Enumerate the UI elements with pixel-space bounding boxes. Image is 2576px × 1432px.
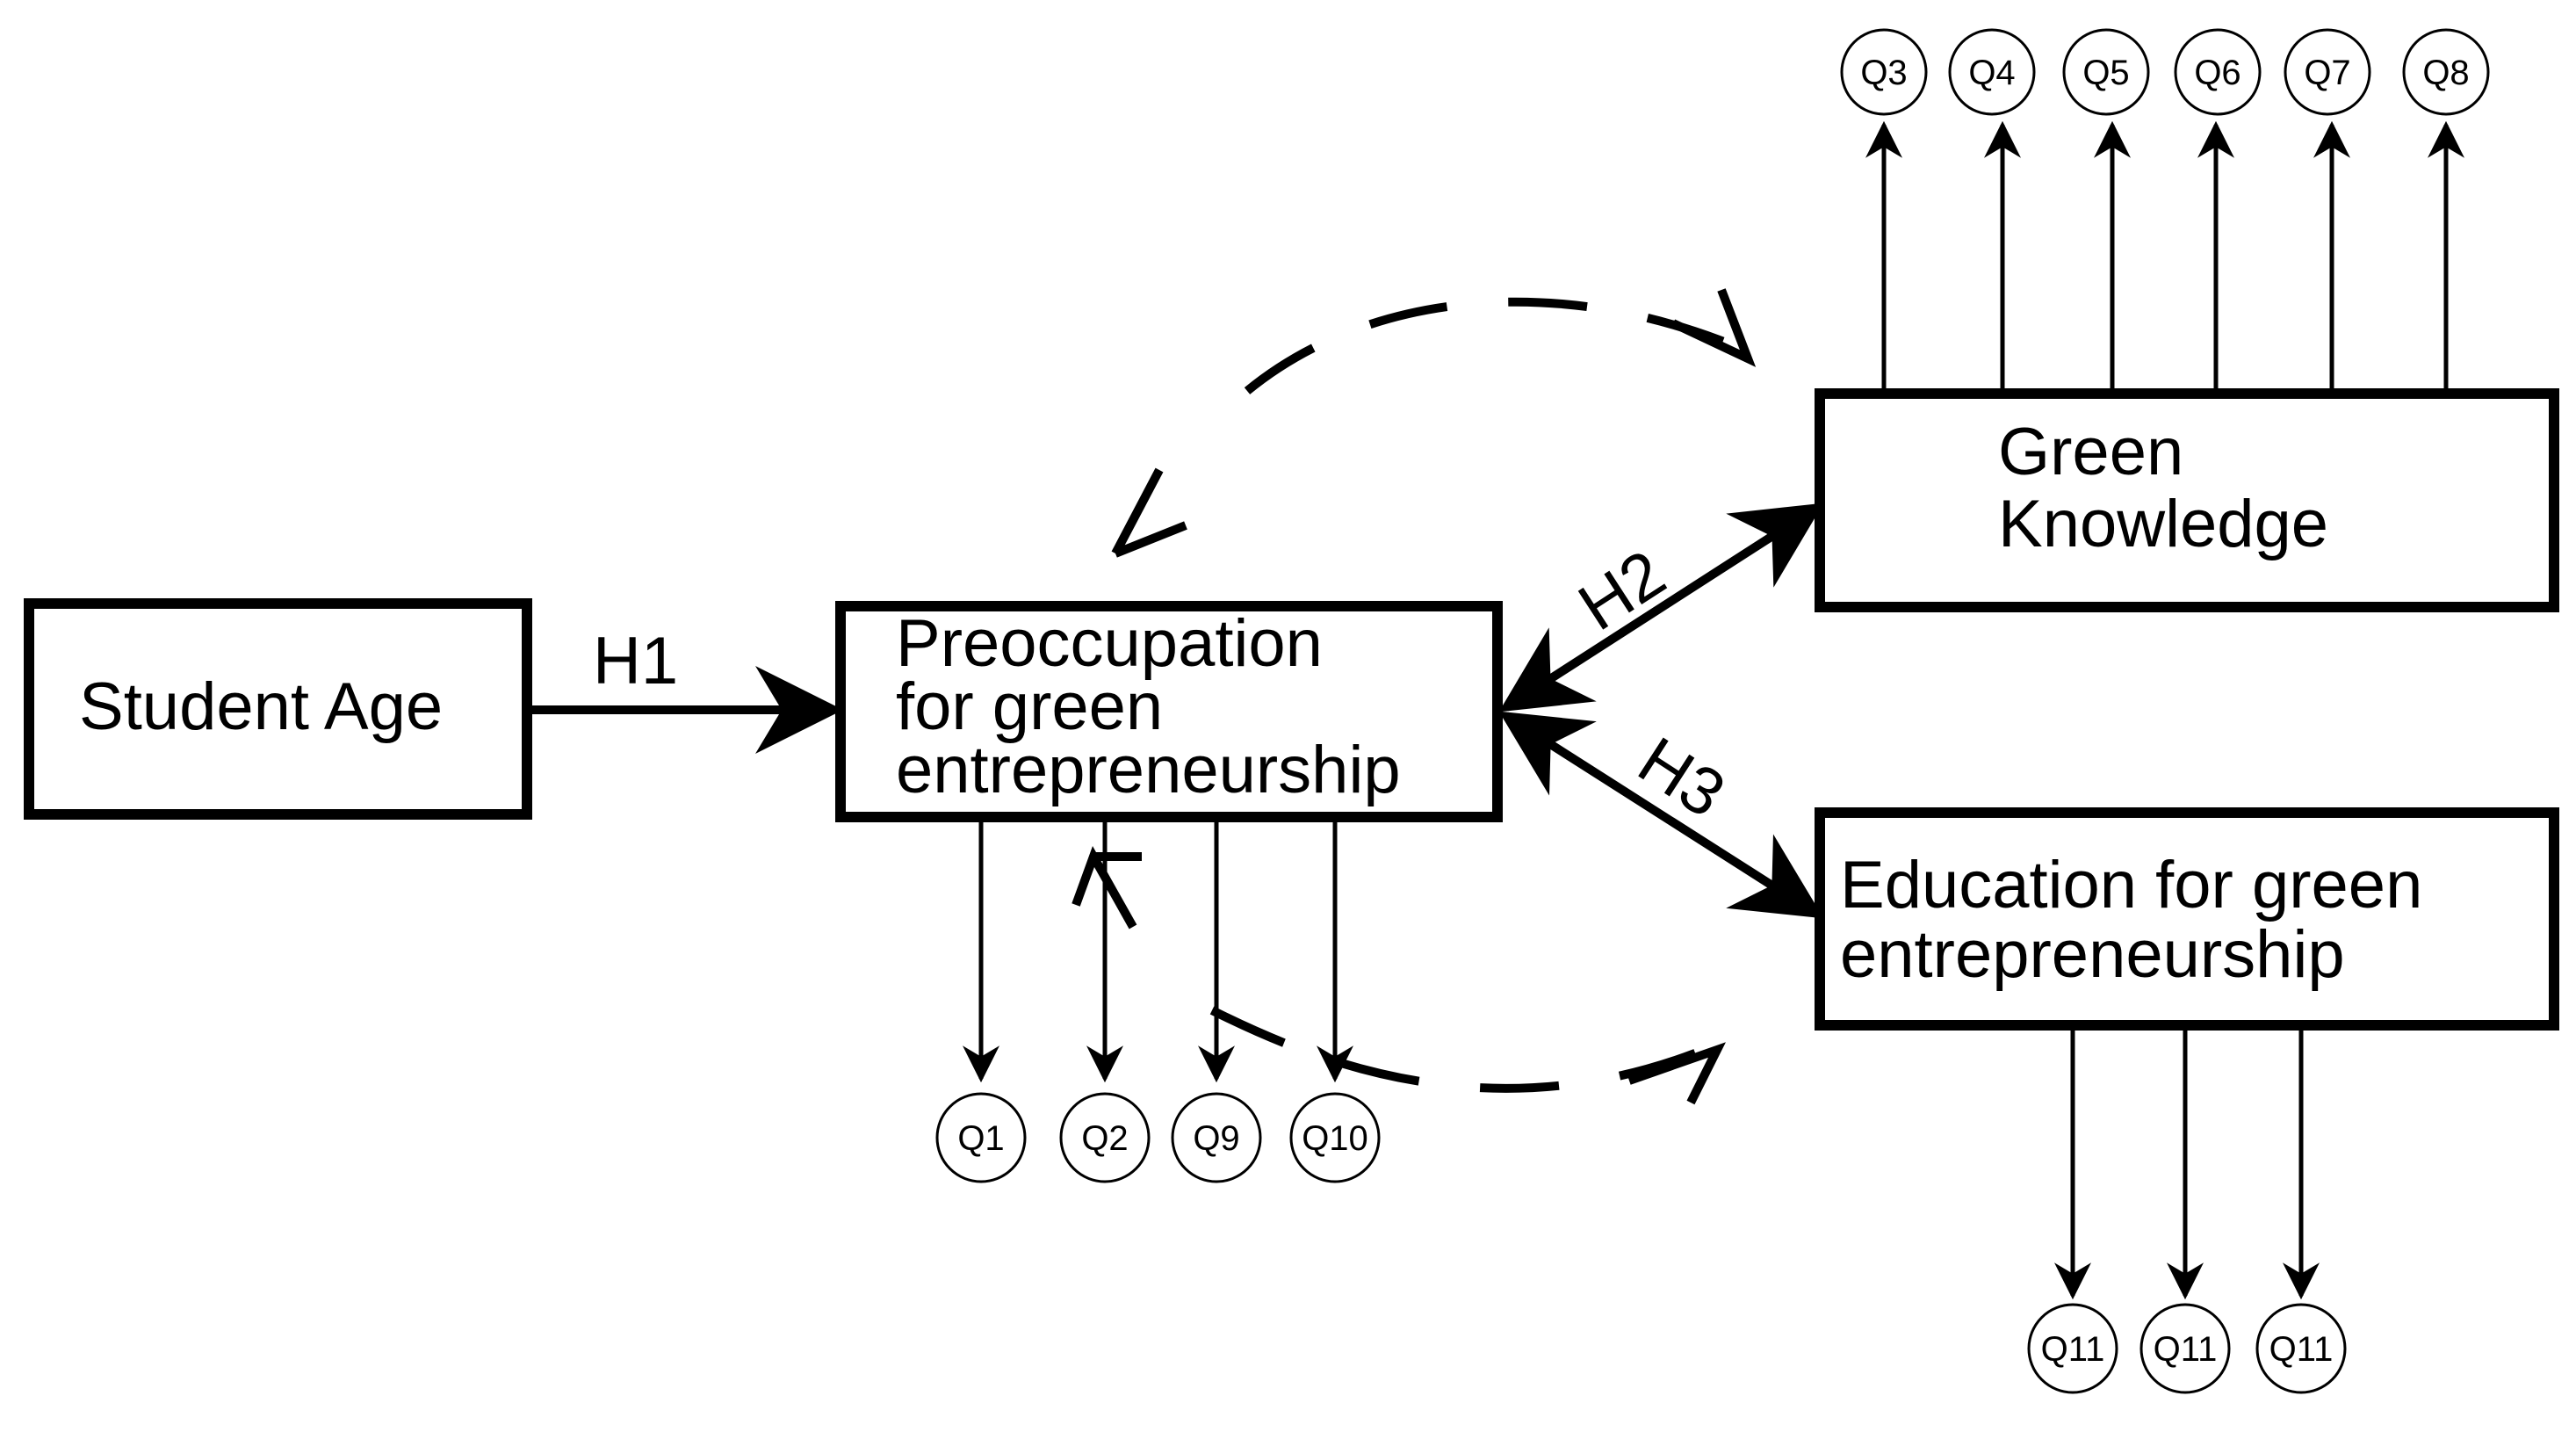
preoccupation-node: Preoccupation for green entrepreneurship xyxy=(835,601,1503,822)
education-node: Education for green entrepreneurship xyxy=(1815,807,2559,1031)
indicator-q2: Q2 xyxy=(1059,1092,1151,1183)
svg-text:Q8: Q8 xyxy=(2422,54,2469,92)
student-age-label: Student Age xyxy=(79,669,443,744)
indicator-q9: Q9 xyxy=(1171,1092,1262,1183)
indicator-q6: Q6 xyxy=(2174,28,2262,116)
svg-text:Q1: Q1 xyxy=(957,1119,1004,1158)
indicator-q5: Q5 xyxy=(2062,28,2150,116)
dashed-arc-bottom-arrowhead-right xyxy=(1627,1042,1726,1105)
indicator-q1: Q1 xyxy=(935,1092,1027,1183)
indicator-q7: Q7 xyxy=(2284,28,2371,116)
dashed-arc-top-arrowhead-left xyxy=(1111,467,1187,558)
svg-text:Q9: Q9 xyxy=(1193,1119,1239,1158)
svg-text:Q11: Q11 xyxy=(2269,1330,2334,1369)
svg-text:Q2: Q2 xyxy=(1081,1119,1128,1158)
svg-text:Q11: Q11 xyxy=(2041,1330,2105,1369)
indicator-q11-b: Q11 xyxy=(2139,1303,2231,1394)
h2-label: H2 xyxy=(1566,536,1678,645)
h3-label: H3 xyxy=(1626,723,1738,832)
preoccupation-label-line2: for green xyxy=(896,669,1163,744)
svg-text:Q11: Q11 xyxy=(2154,1330,2218,1369)
indicator-q11-c: Q11 xyxy=(2255,1303,2347,1394)
svg-text:Q7: Q7 xyxy=(2304,54,2350,92)
svg-text:Q6: Q6 xyxy=(2194,54,2240,92)
svg-text:Q10: Q10 xyxy=(1302,1119,1368,1158)
svg-text:Q3: Q3 xyxy=(1860,54,1907,92)
h2-arrow xyxy=(1498,503,1824,712)
indicator-q3: Q3 xyxy=(1840,28,1928,116)
education-label-line2: entrepreneurship xyxy=(1840,917,2345,992)
education-label-line1: Education for green xyxy=(1840,848,2422,922)
indicator-q4: Q4 xyxy=(1948,28,2036,116)
svg-text:Q4: Q4 xyxy=(1968,54,2015,92)
preoccupation-label-line3: entrepreneurship xyxy=(896,733,1401,807)
green-knowledge-node: Green Knowledge xyxy=(1815,388,2559,612)
dashed-arc-top-arrowhead-right xyxy=(1670,288,1757,367)
dashed-arc-bottom xyxy=(1209,1006,1706,1093)
svg-text:Q5: Q5 xyxy=(2082,54,2129,92)
h3-arrow xyxy=(1498,711,1824,919)
dashed-arc-bottom-arrowhead-left xyxy=(1072,846,1142,929)
green-knowledge-label-line2: Knowledge xyxy=(1998,487,2328,561)
green-knowledge-label-line1: Green xyxy=(1998,415,2183,489)
indicator-q11-a: Q11 xyxy=(2027,1303,2118,1394)
h1-label: H1 xyxy=(593,624,678,698)
indicator-q10: Q10 xyxy=(1289,1092,1381,1183)
dashed-arc-top xyxy=(1244,297,1750,394)
student-age-node: Student Age xyxy=(24,598,532,820)
indicator-q8: Q8 xyxy=(2402,28,2490,116)
preoccupation-label-line1: Preoccupation xyxy=(896,606,1323,681)
